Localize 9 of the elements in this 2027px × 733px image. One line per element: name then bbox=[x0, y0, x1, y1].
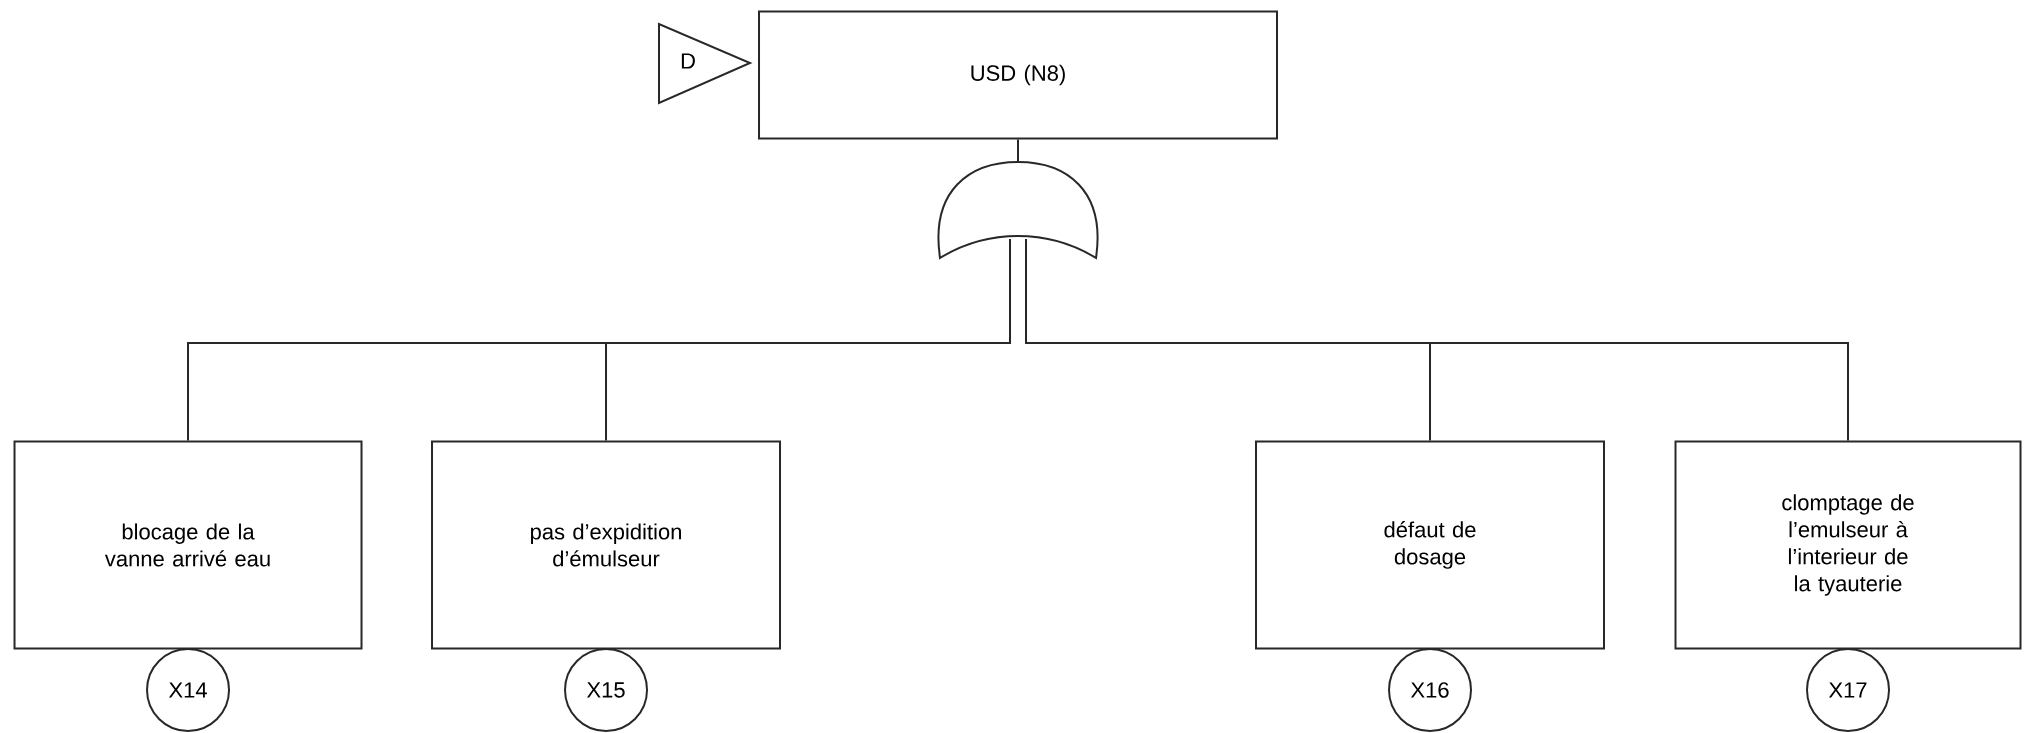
event-box: blocage de la vanne arrivé eau bbox=[13, 440, 363, 650]
connector-line bbox=[1017, 138, 1019, 162]
event-box: pas d’expidition d’émulseur bbox=[431, 440, 781, 650]
event-box: USD (N8) bbox=[758, 10, 1278, 140]
connector-line bbox=[605, 238, 1011, 442]
event-box: défaut de dosage bbox=[1255, 440, 1605, 650]
or-gate bbox=[937, 161, 1099, 259]
connector-line bbox=[1025, 238, 1849, 442]
event-box: clomptage de l’emulseur à l’interieur de la tyauterie bbox=[1674, 440, 2022, 650]
